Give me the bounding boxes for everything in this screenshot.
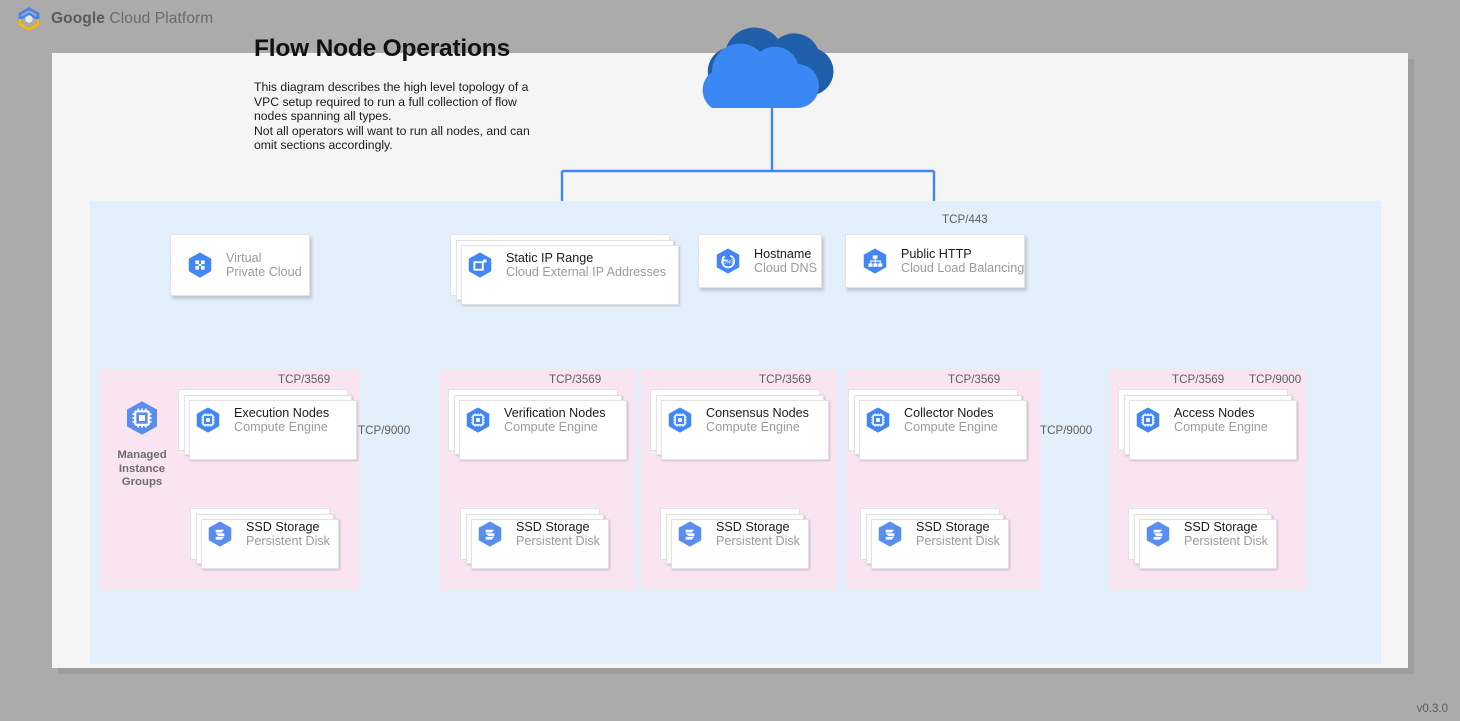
node-collector-nodes[interactable]: Collector Nodes Compute Engine — [848, 389, 1027, 460]
node-title: Consensus Nodes — [706, 405, 809, 420]
cloud-dns-icon: DNS — [716, 248, 740, 274]
gcp-header-bar: Google Cloud Platform — [0, 0, 1460, 38]
node-subtitle: Persistent Disk — [246, 534, 330, 548]
node-subtitle: Private Cloud — [226, 265, 302, 279]
node-subtitle: Cloud External IP Addresses — [506, 265, 667, 279]
node-title: Collector Nodes — [904, 405, 994, 420]
node-subtitle: Cloud DNS — [754, 261, 817, 275]
compute-engine-icon — [196, 407, 220, 433]
node-collector-storage[interactable]: SSD Storage Persistent Disk — [860, 508, 1009, 569]
node-access-nodes[interactable]: Access Nodes Compute Engine — [1118, 389, 1297, 460]
node-subtitle: Compute Engine — [1174, 420, 1268, 434]
cloud-load-balancing-icon — [863, 248, 887, 274]
node-consensus-nodes[interactable]: Consensus Nodes Compute Engine — [650, 389, 829, 460]
gcp-wordmark: Google Cloud Platform — [51, 10, 213, 28]
persistent-disk-icon — [478, 521, 502, 547]
port-label-access-to-collector-9000: TCP/9000 — [1040, 424, 1093, 437]
group-label-managed-instance-groups: Managed Instance Groups — [117, 449, 167, 489]
node-verification-storage[interactable]: SSD Storage Persistent Disk — [460, 508, 609, 569]
page-title: Flow Node Operations — [254, 35, 510, 62]
port-label-execution-3569: TCP/3569 — [278, 373, 331, 386]
persistent-disk-icon — [208, 521, 232, 547]
node-subtitle: Compute Engine — [504, 420, 598, 434]
external-ip-icon — [468, 252, 492, 278]
node-title: SSD Storage — [246, 519, 320, 534]
node-subtitle: Compute Engine — [904, 420, 998, 434]
node-hostname-dns[interactable]: DNS Hostname Cloud DNS — [698, 234, 822, 288]
node-title: Virtual — [226, 250, 262, 265]
node-public-http-lb[interactable]: Public HTTP Cloud Load Balancing — [845, 234, 1025, 288]
persistent-disk-icon — [1146, 521, 1170, 547]
compute-engine-icon — [1136, 407, 1160, 433]
node-title: SSD Storage — [516, 519, 590, 534]
node-title: Verification Nodes — [504, 405, 606, 420]
compute-engine-icon — [668, 407, 692, 433]
node-consensus-storage[interactable]: SSD Storage Persistent Disk — [660, 508, 809, 569]
node-static-ip-range[interactable]: Static IP Range Cloud External IP Addres… — [450, 234, 679, 305]
node-subtitle: Persistent Disk — [916, 534, 1000, 548]
port-label-tcp443: TCP/443 — [942, 213, 988, 226]
version-label: v0.3.0 — [1416, 703, 1448, 715]
cloud-icon — [702, 27, 834, 109]
node-subtitle: Cloud Load Balancing — [901, 261, 1025, 275]
port-label-access-9000: TCP/9000 — [1249, 373, 1302, 386]
svg-text:DNS: DNS — [723, 259, 734, 265]
managed-instance-group-icon — [127, 401, 157, 435]
port-label-collector-3569: TCP/3569 — [948, 373, 1001, 386]
port-label-access-to-execution-9000: TCP/9000 — [358, 424, 411, 437]
node-title: SSD Storage — [916, 519, 990, 534]
node-virtual-private-cloud[interactable]: Virtual Private Cloud — [170, 234, 310, 296]
node-verification-nodes[interactable]: Verification Nodes Compute Engine — [448, 389, 627, 460]
node-subtitle: Persistent Disk — [516, 534, 600, 548]
brand-cloud-platform: Cloud Platform — [105, 10, 214, 27]
node-subtitle: Persistent Disk — [716, 534, 800, 548]
node-execution-nodes[interactable]: Execution Nodes Compute Engine — [178, 389, 357, 460]
gcp-hexagon-logo-icon — [18, 7, 40, 31]
persistent-disk-icon — [678, 521, 702, 547]
virtual-private-cloud-icon — [188, 252, 212, 278]
node-execution-storage[interactable]: SSD Storage Persistent Disk — [190, 508, 339, 569]
node-subtitle: Persistent Disk — [1184, 534, 1268, 548]
brand-google: Google — [51, 10, 105, 27]
node-title: Hostname — [754, 246, 812, 261]
port-label-access-3569: TCP/3569 — [1172, 373, 1225, 386]
node-access-storage[interactable]: SSD Storage Persistent Disk — [1128, 508, 1277, 569]
node-title: SSD Storage — [716, 519, 790, 534]
node-title: Static IP Range — [506, 250, 594, 265]
node-subtitle: Compute Engine — [234, 420, 328, 434]
persistent-disk-icon — [878, 521, 902, 547]
port-label-verification-3569: TCP/3569 — [549, 373, 602, 386]
port-label-consensus-3569: TCP/3569 — [759, 373, 812, 386]
node-title: SSD Storage — [1184, 519, 1258, 534]
node-title: Access Nodes — [1174, 405, 1255, 420]
page-description: This diagram describes the high level to… — [254, 80, 530, 153]
compute-engine-icon — [466, 407, 490, 433]
node-title: Execution Nodes — [234, 405, 330, 420]
node-title: Public HTTP — [901, 246, 972, 261]
compute-engine-icon — [866, 407, 890, 433]
node-subtitle: Compute Engine — [706, 420, 800, 434]
